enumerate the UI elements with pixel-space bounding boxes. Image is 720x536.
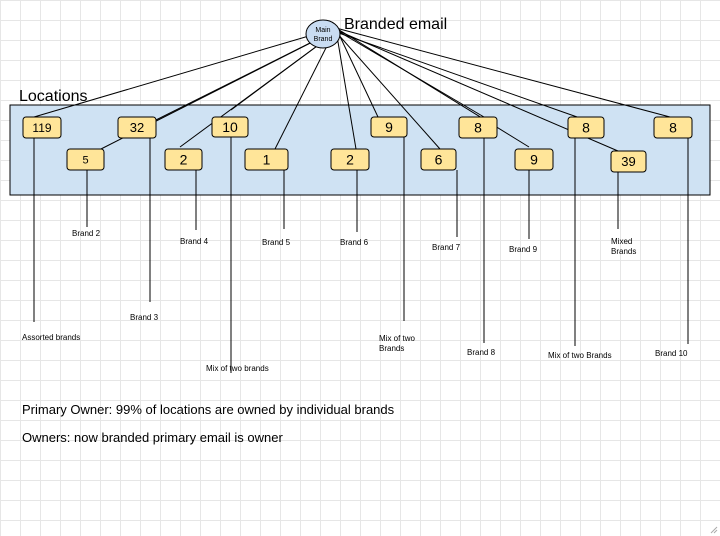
brand-label-12: Brand 8 [467,348,496,357]
location-count: 2 [346,152,354,168]
location-box-shape [164,148,203,171]
location-box-2[interactable]: 32 [117,116,157,139]
brand-label-2: Brand 4 [180,237,209,246]
brand-label-9: Assorted brands [22,333,81,342]
location-box-shape [244,148,289,171]
leader-lines-group [33,137,689,373]
location-box-13[interactable]: 9 [514,148,554,171]
location-box-7[interactable]: 8 [653,116,693,139]
location-count: 119 [32,121,51,135]
location-box-shape [117,116,157,139]
location-box-shape [22,116,62,139]
edge-main-to-location-7 [335,27,671,118]
location-box-shape [514,148,554,171]
location-box-12[interactable]: 6 [420,148,457,171]
brand-label-6: Brand 9 [509,245,538,254]
location-box-shape [370,116,408,138]
location-box-6[interactable]: 8 [567,116,605,139]
location-box-11[interactable]: 2 [330,148,370,171]
main-brand-label-line2: Brand [314,36,333,43]
brand-label-4: Brand 6 [340,238,369,247]
location-count: 39 [621,154,635,169]
location-count: 9 [385,119,393,135]
brand-label-5: Brand 7 [432,243,461,252]
brand-label-3: Brand 5 [262,238,291,247]
location-box-10[interactable]: 1 [244,148,289,171]
location-count: 2 [180,152,188,168]
brand-label-10: Mix of two Brands [379,334,416,353]
resize-handle-icon[interactable] [710,526,718,534]
location-count: 9 [530,152,538,168]
location-count: 10 [222,119,238,135]
location-count: 8 [669,120,677,136]
location-box-9[interactable]: 2 [164,148,203,171]
main-brand-label-line1: Main [315,27,330,34]
brand-label-14: Brand 10 [655,349,688,358]
location-box-shape [653,116,693,139]
main-brand-node[interactable]: Main Brand [305,19,341,49]
edge-main-to-location-6 [335,31,581,119]
edge-main-to-location-12 [335,31,441,150]
location-box-shape [567,116,605,139]
location-box-shape [330,148,370,171]
location-box-1[interactable]: 119 [22,116,62,139]
brand-label-11: Mix of two brands [206,364,269,373]
location-box-shape [66,148,105,171]
location-box-3[interactable]: 10 [211,116,249,138]
location-box-shape [420,148,457,171]
location-box-14[interactable]: 39 [610,150,647,173]
edge-main-to-location-1 [33,27,337,118]
locations-label: Locations [19,88,88,105]
location-count: 1 [263,152,271,168]
note-primary-owner: Primary Owner: 99% of locations are owne… [22,402,395,417]
diagram-title: Branded email [344,16,448,33]
location-count: 32 [130,120,144,135]
location-count: 5 [82,154,88,166]
edge-main-to-location-11 [335,29,357,150]
location-box-8[interactable]: 5 [66,148,105,171]
edge-main-to-location-4 [335,27,379,118]
brand-label-8: Brand 3 [130,313,159,322]
location-count: 8 [474,120,482,136]
edge-main-to-location-9 [179,31,337,148]
location-box-shape [211,116,249,138]
brand-label-13: Mix of two Brands [548,351,612,360]
location-count: 6 [435,152,443,168]
location-box-shape [458,116,498,139]
brand-label-1: Brand 2 [72,229,101,238]
brand-label-7: Mixed Brands [611,237,637,256]
location-count: 8 [582,120,590,136]
note-owners: Owners: now branded primary email is own… [22,430,283,445]
location-box-shape [610,150,647,173]
location-box-4[interactable]: 9 [370,116,408,138]
location-box-5[interactable]: 8 [458,116,498,139]
location-boxes-group: 119 32 10 9 8 8 8 5 2 1 2 6 9 39 [22,116,693,173]
